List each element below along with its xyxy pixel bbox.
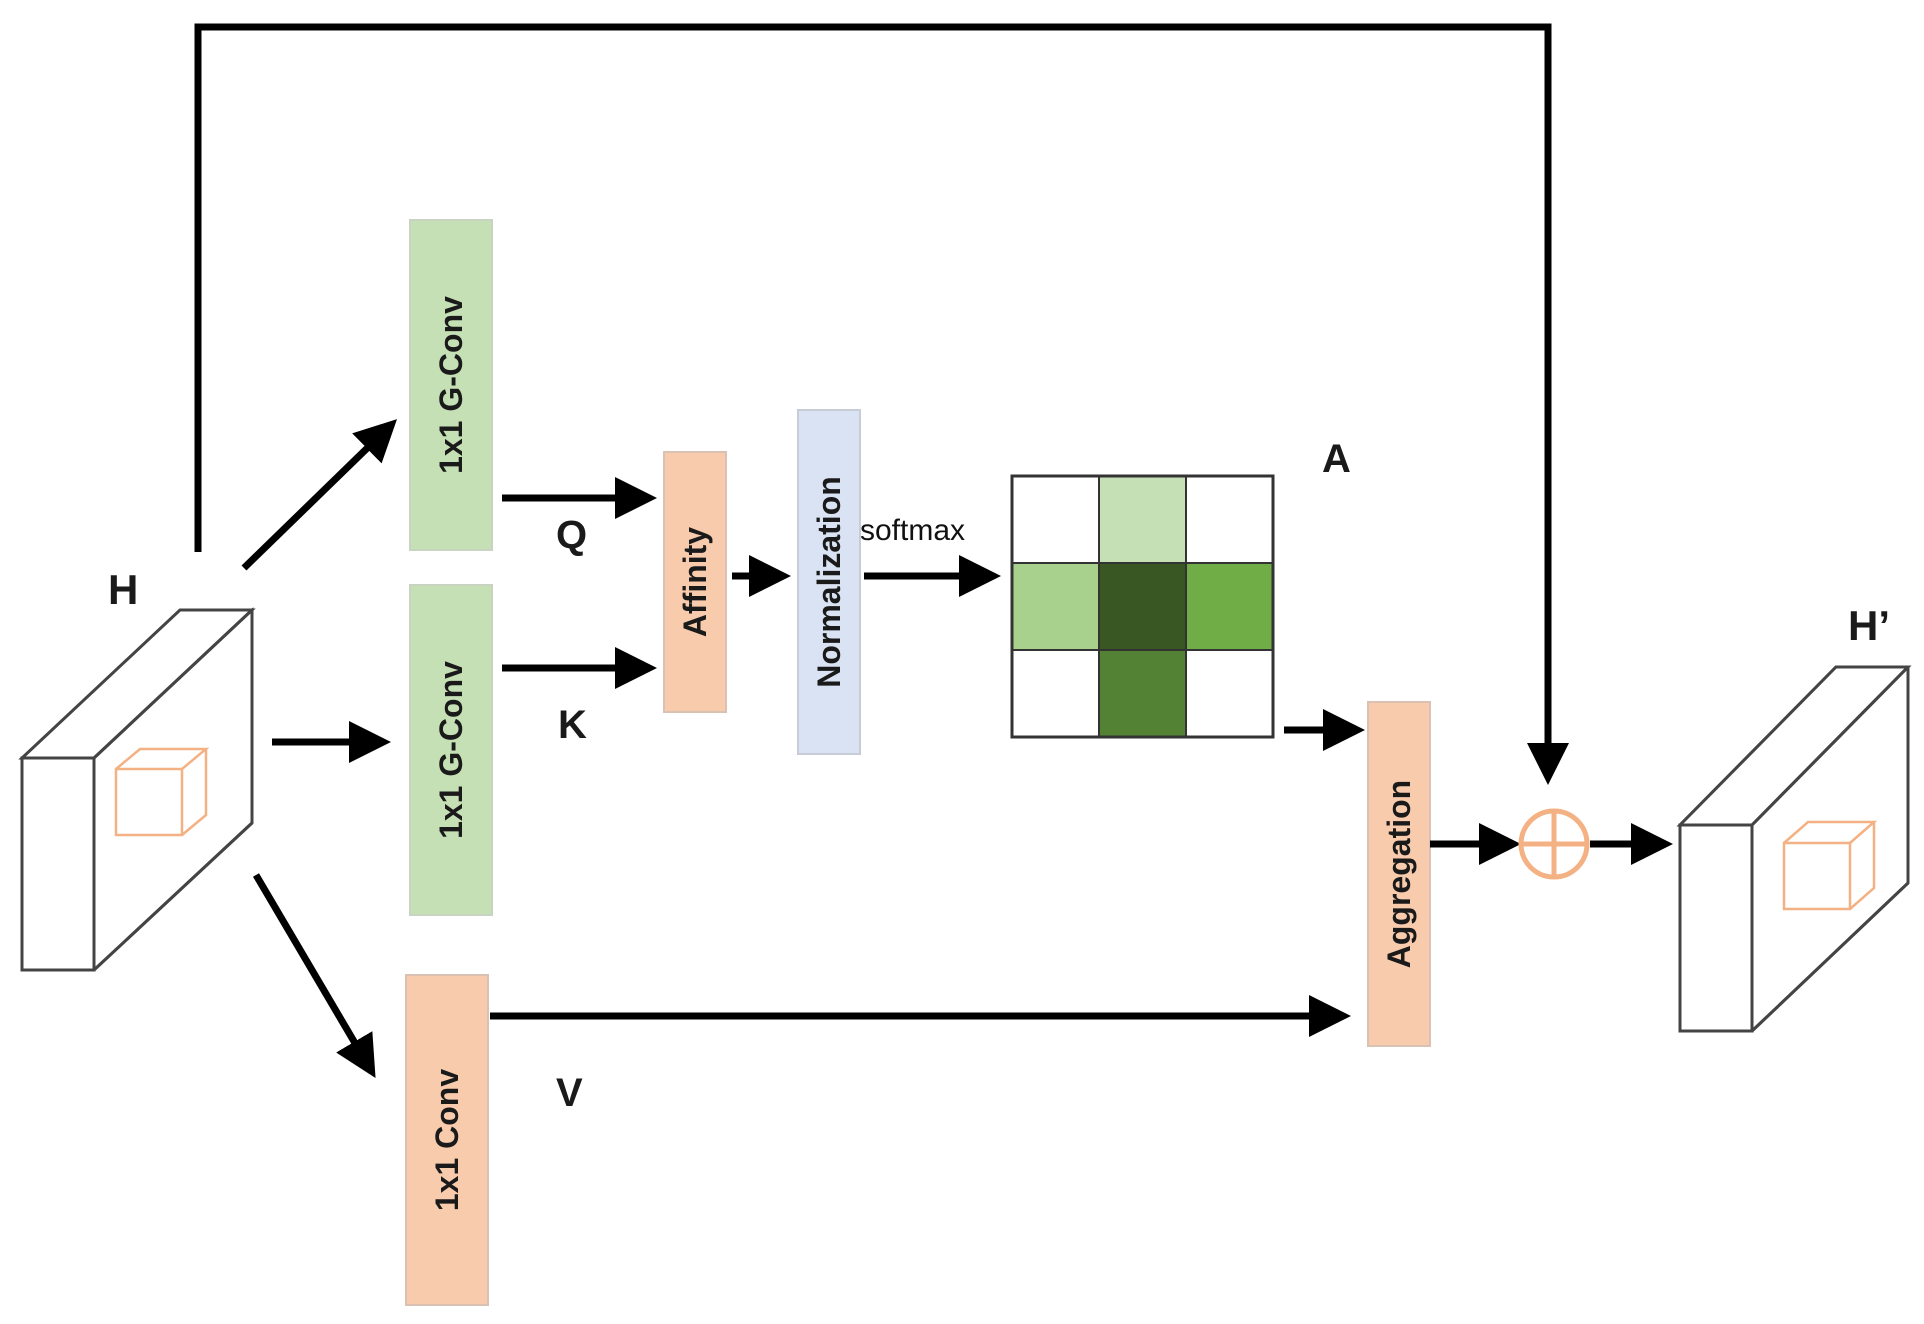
normalization-block: Normalization [797,409,861,755]
normalization-label: Normalization [811,476,847,688]
label-a: A [1322,437,1351,481]
gconv-top-label: 1x1 G-Conv [433,296,469,474]
grid-cell-r0-c0 [1011,475,1100,564]
label-softmax: softmax [860,514,965,547]
conv-v-label: 1x1 Conv [429,1069,465,1211]
label-v: V [556,1071,583,1115]
aggregation-block: Aggregation [1367,701,1431,1047]
grid-cell-r2-c1 [1098,649,1187,738]
grid-cell-r1-c1 [1098,562,1187,651]
gconv-top-block: 1x1 G-Conv [409,219,493,551]
arrow-h-to-conv-v [252,873,376,1079]
attention-grid [1010,474,1275,739]
aggregation-label: Aggregation [1381,780,1417,968]
grid-border [1010,474,1275,739]
grid-cell-r1-c2 [1185,562,1274,651]
arrow-h-to-gconv-top [241,419,398,571]
grid-cell-r2-c0 [1011,649,1100,738]
label-q: Q [556,513,587,557]
label-k: K [558,703,587,747]
label-h: H [108,566,138,613]
affinity-label: Affinity [677,527,713,637]
label-h-prime: H’ [1848,602,1890,649]
input-tensor-h [18,607,256,972]
cube-icon [1782,820,1878,911]
grid-cell-r0-c2 [1185,475,1274,564]
cube-icon [114,747,210,837]
gconv-mid-label: 1x1 G-Conv [433,661,469,839]
grid-cell-r2-c2 [1185,649,1274,738]
grid-cell-r0-c1 [1098,475,1187,564]
sum-node-icon [1518,808,1590,880]
conv-v-block: 1x1 Conv [405,974,489,1306]
affinity-block: Affinity [663,451,727,713]
gconv-mid-block: 1x1 G-Conv [409,584,493,916]
skip-connection-line [194,23,1569,785]
output-tensor-h-prime [1676,665,1912,1033]
grid-cell-r1-c0 [1011,562,1100,651]
